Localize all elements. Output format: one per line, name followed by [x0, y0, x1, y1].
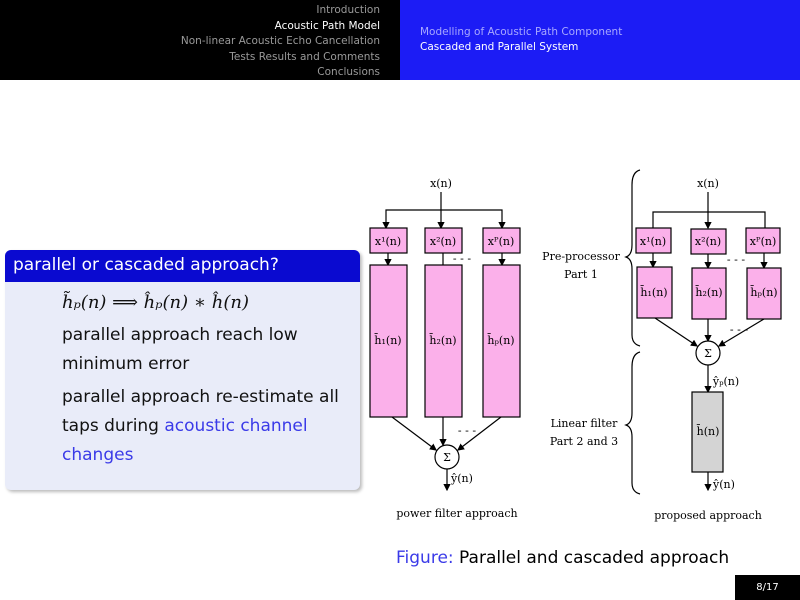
question-block: parallel or cascaded approach? h̃ₚ(n) ⟹ … [5, 250, 360, 490]
sum-symbol: Σ [704, 347, 712, 360]
nav-panel: Introduction Acoustic Path Model Non-lin… [0, 0, 400, 80]
power-p: xᴾ(n) [750, 235, 777, 248]
filter-2: h̄₂(n) [429, 334, 457, 347]
block-title: parallel or cascaded approach? [5, 250, 360, 282]
dots: - - - [458, 424, 476, 437]
filter-1: h̄₁(n) [640, 286, 668, 299]
pre-label-1: Pre-processor [542, 250, 620, 263]
header-panel: Modelling of Acoustic Path Component Cas… [400, 0, 800, 80]
power-2: x²(n) [430, 235, 456, 248]
section-title[interactable]: Modelling of Acoustic Path Component [420, 26, 623, 38]
partial-output-label: ŷₚ(n) [712, 375, 739, 388]
linear-filter: h̄(n) [696, 425, 719, 438]
nav-conclusions[interactable]: Conclusions [317, 66, 380, 78]
nav-acoustic-path-model[interactable]: Acoustic Path Model [274, 19, 380, 32]
section-nav: Introduction Acoustic Path Model Non-lin… [181, 3, 380, 81]
power-2: x²(n) [695, 235, 721, 248]
figure-caption: Figure: Parallel and cascaded approach [396, 548, 729, 568]
caption-text: Parallel and cascaded approach [459, 548, 730, 568]
figure-label: Figure: [396, 548, 454, 568]
nav-introduction[interactable]: Introduction [316, 4, 380, 16]
left-output-label: ŷ(n) [450, 472, 473, 485]
subsection-title[interactable]: Cascaded and Parallel System [420, 41, 579, 53]
right-caption: proposed approach [654, 509, 762, 522]
formula: h̃ₚ(n) ⟹ ĥₚ(n) ∗ ĥ(n) [62, 292, 250, 313]
power-1: x¹(n) [640, 235, 666, 248]
filter-2: h̄₂(n) [695, 286, 723, 299]
filter-p: h̄ₚ(n) [750, 286, 778, 299]
dots: - - - [730, 323, 748, 336]
power-p: xᴾ(n) [488, 235, 515, 248]
filter-p: h̄ₚ(n) [487, 334, 515, 347]
item-text: parallel approach re-estimate all taps d… [62, 387, 339, 436]
block-diagram: x(n) x¹(n) x²(n) xᴾ(n) - - - h̄₁(n) h̄₂(… [369, 169, 782, 522]
dots: - - - [453, 252, 471, 265]
power-1: x¹(n) [375, 235, 401, 248]
item-min-error: parallel approach reach low minimum erro… [62, 325, 298, 374]
nav-tests-results[interactable]: Tests Results and Comments [229, 50, 380, 63]
nav-nonlinear-aec[interactable]: Non-linear Acoustic Echo Cancellation [180, 35, 380, 47]
left-input-label: x(n) [430, 177, 452, 190]
pre-label-2: Part 1 [564, 268, 598, 281]
left-caption: power filter approach [396, 507, 517, 520]
lin-label-1: Linear filter [551, 417, 619, 430]
right-output-label: ŷ(n) [712, 478, 735, 491]
page-number: 8/17 [735, 575, 800, 600]
lin-label-2: Part 2 and 3 [550, 435, 618, 448]
item-reestimate: parallel approach re-estimate all taps d… [62, 383, 360, 470]
dots: - - - [727, 253, 745, 266]
filter-1: h̄₁(n) [374, 334, 402, 347]
right-input-label: x(n) [697, 177, 719, 190]
sum-symbol: Σ [443, 451, 451, 464]
highlight-text: acoustic channel changes [62, 416, 308, 465]
